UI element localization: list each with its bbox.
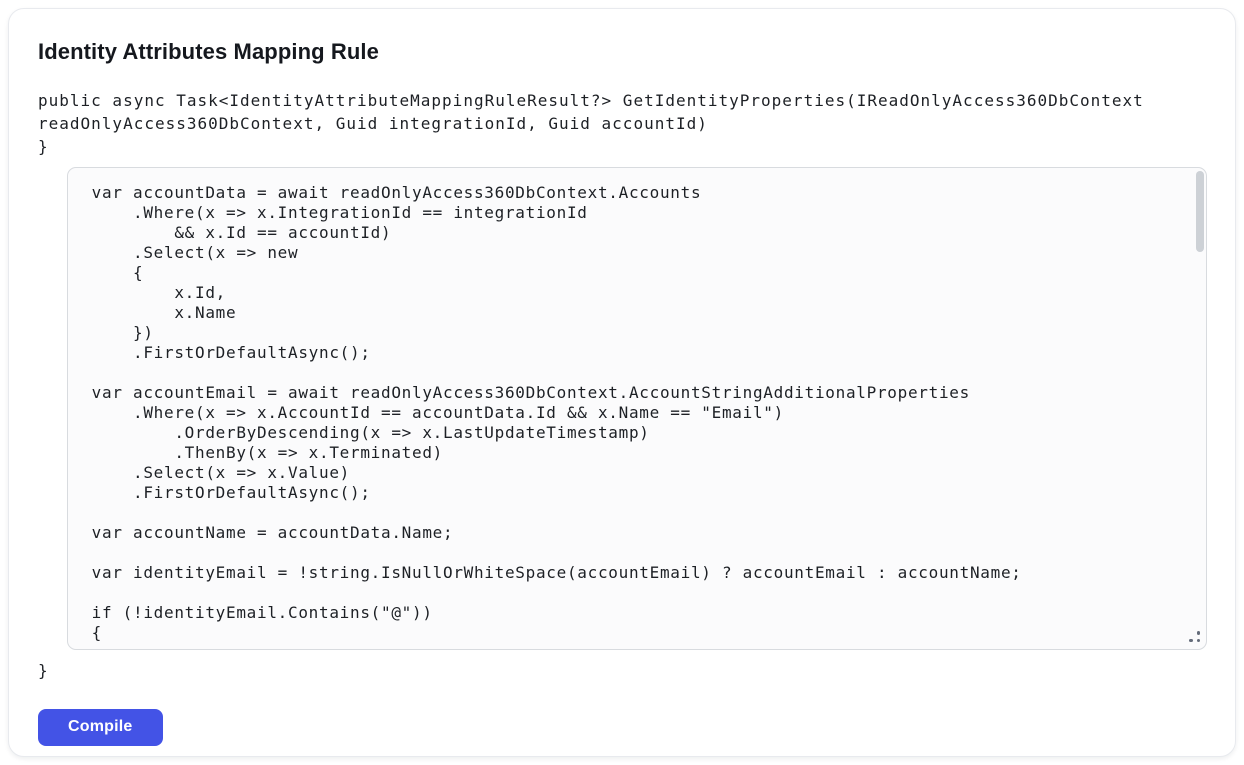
rule-card: Identity Attributes Mapping Rule public …: [8, 8, 1236, 757]
editor-scrollbar-thumb[interactable]: [1196, 171, 1204, 252]
rule-body-editor[interactable]: [67, 167, 1207, 650]
page-title: Identity Attributes Mapping Rule: [38, 39, 379, 64]
compile-button[interactable]: Compile: [38, 709, 163, 746]
method-signature: public async Task<IdentityAttributeMappi…: [38, 91, 1144, 156]
grip-dot: [1196, 631, 1200, 635]
grip-dot: [1189, 638, 1193, 642]
editor-resize-grip-icon[interactable]: [1188, 630, 1201, 643]
closing-brace: }: [38, 661, 49, 680]
code-editor-container: [67, 167, 1207, 650]
grip-dot: [1196, 638, 1200, 642]
